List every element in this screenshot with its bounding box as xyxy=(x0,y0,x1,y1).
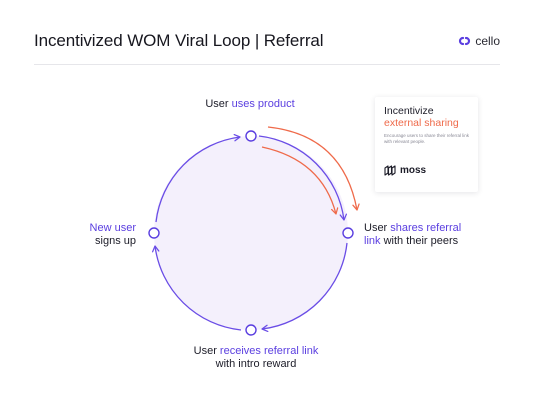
loop-circle xyxy=(154,136,348,330)
card-title: Incentivize external sharing xyxy=(384,105,459,129)
label-uses-product: User uses product xyxy=(205,98,295,110)
orange-arc-inner xyxy=(261,146,339,215)
label-shares-referral: User shares referral link with their pee… xyxy=(364,222,462,247)
header-divider xyxy=(34,64,500,65)
arc-bottom-left xyxy=(151,245,242,331)
moss-logo: moss xyxy=(384,165,426,176)
arc-top-right xyxy=(258,135,348,221)
arc-right-bottom xyxy=(261,242,348,333)
label-receives-referral: User receives referral link with intro r… xyxy=(193,345,319,370)
brand-logo: cello xyxy=(458,34,500,48)
arc-left-top xyxy=(155,133,241,223)
node-bottom xyxy=(245,324,257,336)
moss-logo-icon xyxy=(384,165,396,176)
external-sharing-card: Incentivize external sharing Encourage u… xyxy=(375,97,478,192)
node-left xyxy=(148,227,160,239)
card-description: Encourage users to share their referral … xyxy=(384,133,470,144)
cello-logo-icon xyxy=(459,36,471,46)
brand-name: cello xyxy=(475,34,500,48)
orange-arc-outer xyxy=(267,126,360,211)
label-new-user: New user signs up xyxy=(89,222,136,247)
page-title: Incentivized WOM Viral Loop | Referral xyxy=(34,31,324,50)
node-top xyxy=(245,130,257,142)
node-right xyxy=(342,227,354,239)
